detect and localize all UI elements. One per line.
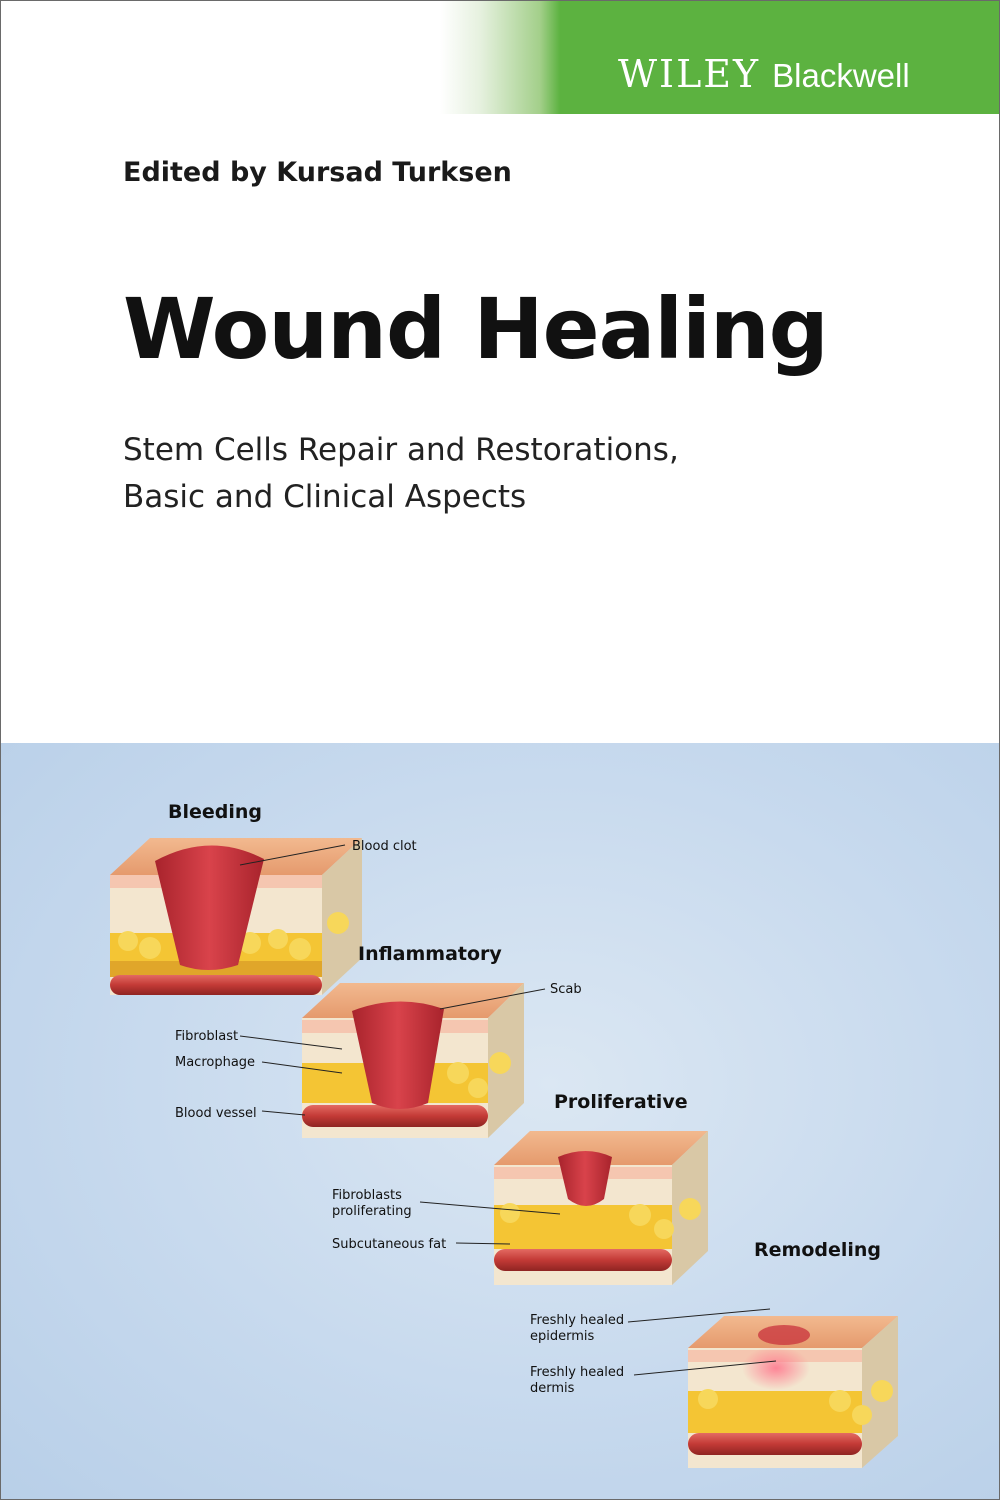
label-fibroblasts-proliferating-1: Fibroblasts [332,1188,402,1203]
publisher-band: WILEY Blackwell [0,0,1000,114]
publisher-name-secondary: Blackwell [772,57,910,94]
label-blood-vessel: Blood vessel [175,1106,257,1121]
skin-block-proliferative: Proliferative Fibroblasts proliferating … [332,1091,708,1285]
publisher-logo: WILEY Blackwell [618,52,910,98]
subtitle-line-2: Basic and Clinical Aspects [123,479,527,515]
label-healed-dermis-1: Freshly healed [530,1365,624,1380]
label-scab: Scab [550,982,582,997]
book-subtitle: Stem Cells Repair and Restorations, Basi… [123,427,679,521]
stage-inflammatory: Inflammatory [358,943,502,965]
label-macrophage: Macrophage [175,1055,255,1070]
publisher-name-primary: WILEY [618,52,761,96]
skin-block-bleeding: Bleeding Blood clot [110,801,417,995]
wound-healing-illustration: Bleeding Blood clot Inflammatory Scab Fi… [110,801,898,1468]
label-blood-clot: Blood clot [352,839,417,854]
label-healed-epidermis-1: Freshly healed [530,1313,624,1328]
book-title: Wound Healing [123,280,829,378]
label-healed-dermis-2: dermis [530,1381,575,1396]
skin-block-remodeling: Remodeling Freshly healed epidermis Fres… [530,1239,898,1468]
label-fibroblasts-proliferating-2: proliferating [332,1204,412,1219]
stage-bleeding: Bleeding [168,801,262,823]
subtitle-line-1: Stem Cells Repair and Restorations, [123,432,679,468]
editor-line: Edited by Kursad Turksen [123,157,512,188]
label-fibroblast: Fibroblast [175,1029,238,1044]
stage-proliferative: Proliferative [554,1091,688,1113]
label-healed-epidermis-2: epidermis [530,1329,595,1344]
stage-remodeling: Remodeling [754,1239,881,1261]
skin-block-inflammatory: Inflammatory Scab Fibroblast Macrophage … [175,943,582,1138]
label-subcutaneous-fat: Subcutaneous fat [332,1237,446,1252]
